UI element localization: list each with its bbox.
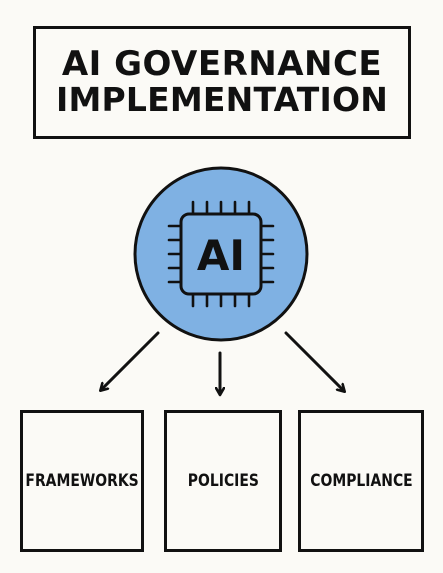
ai-chip-icon: AI bbox=[167, 200, 275, 308]
compliance-box: COMPLIANCE bbox=[298, 410, 424, 552]
frameworks-box: FRAMEWORKS bbox=[20, 410, 144, 552]
compliance-label: COMPLIANCE bbox=[309, 471, 413, 491]
title-line-2: IMPLEMENTATION bbox=[55, 80, 389, 120]
frameworks-label: FRAMEWORKS bbox=[25, 471, 139, 491]
policies-label: POLICIES bbox=[187, 471, 259, 491]
title-line-1: AI GOVERNANCE bbox=[61, 44, 383, 85]
arrow-to-frameworks bbox=[101, 331, 160, 390]
arrow-to-compliance bbox=[284, 331, 344, 391]
title-box: AI GOVERNANCE IMPLEMENTATION bbox=[33, 26, 411, 139]
chip-label: AI bbox=[197, 231, 245, 280]
policies-box: POLICIES bbox=[164, 410, 282, 552]
